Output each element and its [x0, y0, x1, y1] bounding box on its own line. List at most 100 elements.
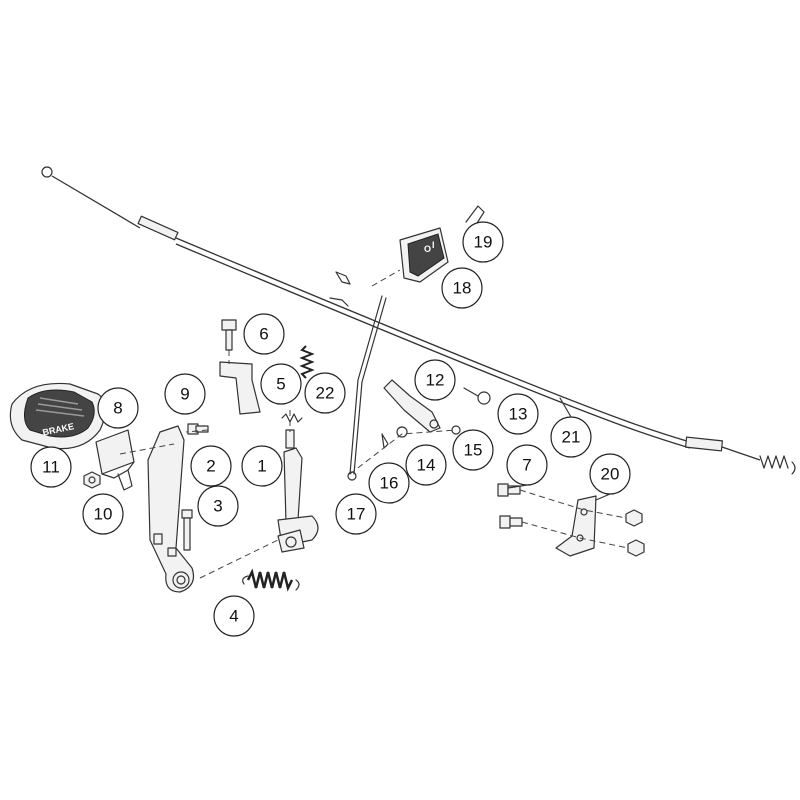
part-14-ring — [396, 426, 408, 438]
part-6-bolt — [221, 319, 237, 351]
assembly-line-2-1 — [199, 539, 279, 579]
part-3-washer — [167, 547, 177, 557]
svg-text:1: 1 — [257, 457, 266, 476]
part-8-body — [95, 429, 135, 475]
part-5-body — [219, 361, 261, 415]
callout-2: 2 — [190, 445, 232, 487]
part-20-hole-lower — [576, 534, 584, 542]
part-6-shank — [225, 329, 233, 351]
callout-13: 13 — [497, 393, 539, 435]
part-13-leg — [463, 387, 479, 397]
part-2-pedal-arm — [147, 425, 195, 593]
part-17-cotter-lower — [329, 297, 349, 307]
leader-lines — [507, 397, 611, 501]
part-2-arm — [147, 425, 195, 593]
cable-sheath-bottom — [175, 243, 691, 449]
part-13-coil — [477, 391, 491, 405]
callout-12: 12 — [414, 359, 456, 401]
part-1-tip — [285, 429, 295, 449]
callout-18: 18 — [441, 267, 483, 309]
part-13-spring — [463, 387, 491, 405]
assembly-line-9-2 — [185, 429, 209, 433]
svg-text:22: 22 — [316, 384, 335, 403]
callout-15: 15 — [452, 429, 494, 471]
svg-text:6: 6 — [259, 325, 268, 344]
cable-sheath-top — [175, 237, 691, 443]
part-4-coil — [246, 568, 294, 592]
svg-text:13: 13 — [509, 405, 528, 424]
part-18-label-o: O — [424, 244, 431, 254]
part-4-spring — [242, 568, 300, 592]
callout-9: 9 — [164, 373, 206, 415]
svg-text:18: 18 — [453, 279, 472, 298]
svg-text:11: 11 — [42, 458, 60, 477]
part-17-end — [347, 471, 357, 481]
cable-end-wire — [721, 446, 761, 461]
svg-text:12: 12 — [426, 371, 445, 390]
part-1-shaft-end — [277, 529, 305, 553]
part-8-side — [101, 461, 135, 479]
svg-text:21: 21 — [562, 428, 581, 447]
callout-1: 1 — [241, 445, 283, 487]
assembly-lines — [119, 269, 629, 579]
part-4-hook-right — [295, 579, 300, 591]
assembly-line-7-lower — [521, 521, 629, 549]
part-19-clip — [465, 205, 485, 229]
callout-8: 8 — [97, 387, 139, 429]
part-9-shank — [195, 425, 209, 433]
callout-4: 4 — [213, 595, 255, 637]
part-8-tab — [117, 469, 133, 491]
cable-end-hook — [791, 461, 796, 475]
part-15-washer — [451, 425, 461, 435]
svg-text:16: 16 — [380, 474, 399, 493]
part-3-bolt — [167, 509, 193, 557]
cable-assembly — [41, 166, 796, 475]
svg-text:19: 19 — [474, 233, 493, 252]
callout-11: 11 — [30, 446, 72, 488]
leader-7 — [507, 484, 528, 489]
cable-end-spring — [759, 455, 789, 469]
part-17-rod — [329, 271, 387, 481]
part-10-hex — [83, 471, 101, 489]
svg-text:15: 15 — [464, 441, 483, 460]
part-20-hole-upper — [580, 508, 588, 516]
assembly-line-17-18 — [371, 269, 401, 287]
cable-end-eye — [41, 166, 53, 178]
svg-text:3: 3 — [213, 497, 222, 516]
part-17-cotter-upper — [335, 271, 351, 285]
callout-16: 16 — [368, 462, 410, 504]
svg-text:8: 8 — [113, 399, 122, 418]
part-1-shaft-hole — [285, 536, 297, 548]
part-19-body — [465, 205, 485, 229]
cable-thin-segment — [51, 175, 141, 229]
cable-end-fitting — [684, 436, 724, 452]
part-6-head — [221, 319, 237, 331]
part-2-pivot — [172, 571, 190, 589]
cable-ferrule — [137, 215, 179, 241]
part-14-washer — [396, 426, 408, 438]
part-4-hook-left — [242, 575, 249, 585]
callout-6: 6 — [243, 313, 285, 355]
part-15-ring — [451, 425, 461, 435]
part-2-stud — [153, 533, 163, 545]
part-22-coil — [299, 345, 315, 379]
callout-7: 7 — [506, 444, 548, 486]
part-2-pivot-hole — [176, 575, 186, 585]
svg-text:17: 17 — [347, 505, 366, 524]
svg-text:5: 5 — [276, 375, 285, 394]
part-18-label-i: I — [432, 240, 435, 250]
part-18-latch: O I — [399, 227, 449, 283]
svg-text:4: 4 — [229, 607, 238, 626]
assembly-line-7-upper — [519, 489, 627, 519]
callout-10: 10 — [82, 493, 124, 535]
svg-text:2: 2 — [206, 457, 215, 476]
svg-text:14: 14 — [417, 456, 436, 475]
leader-21 — [559, 397, 572, 418]
callout-14: 14 — [405, 444, 447, 486]
part-1-pin — [281, 413, 303, 423]
part-22-spring — [299, 345, 315, 379]
callout-3: 3 — [197, 485, 239, 527]
part-3-head — [181, 509, 193, 519]
part-7-head-lower — [499, 515, 511, 529]
